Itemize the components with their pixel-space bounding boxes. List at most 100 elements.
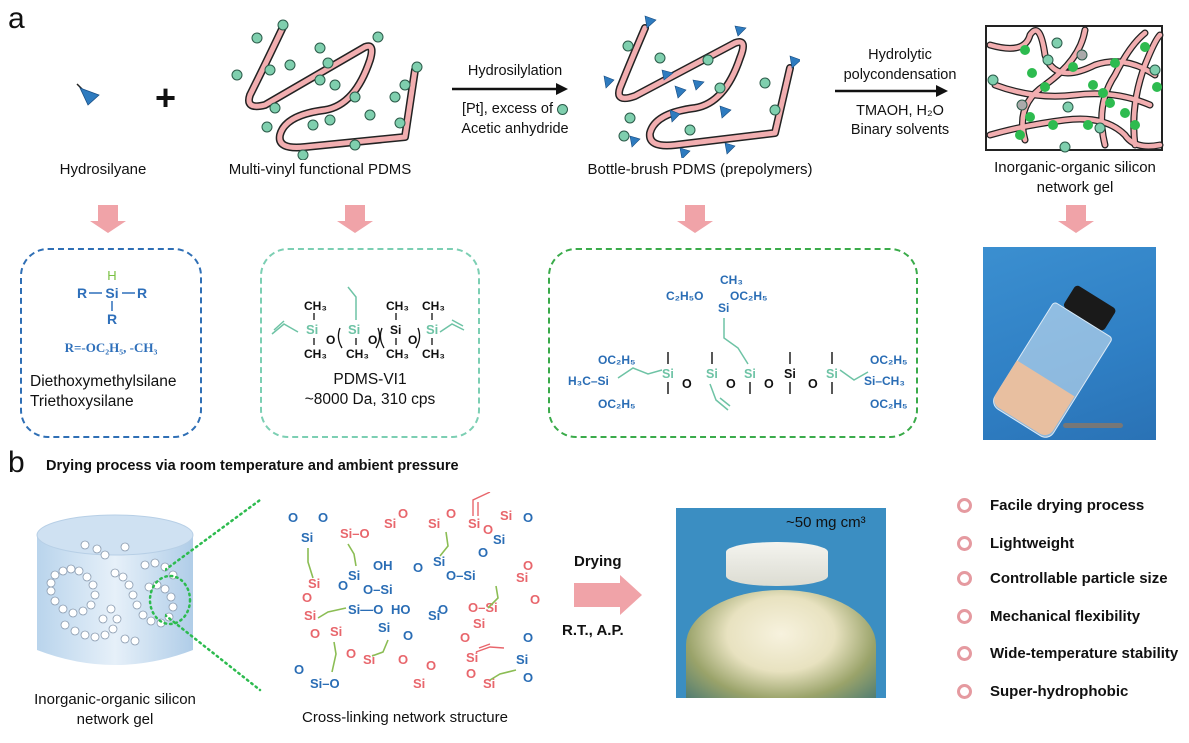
binary-solvents-label: Binary solvents: [850, 122, 950, 138]
drying-arrow: [574, 575, 642, 615]
svg-text:O–Si: O–Si: [446, 568, 476, 583]
formula-si: Si: [105, 285, 118, 301]
svg-text:O: O: [446, 506, 456, 521]
hydrosilylation-label: Hydrosilylation: [467, 63, 563, 79]
svg-text:Si: Si: [308, 576, 320, 591]
property-label: Super-hydrophobic: [990, 683, 1129, 700]
svg-text:Si: Si: [426, 322, 438, 337]
svg-text:CH₃: CH₃: [386, 299, 409, 313]
network-gel-illustration: [985, 25, 1164, 153]
svg-text:O: O: [438, 602, 448, 617]
bullet-icon: [957, 684, 972, 699]
svg-text:O: O: [294, 662, 304, 677]
svg-text:Si: Si: [744, 367, 756, 381]
svg-text:O–Si: O–Si: [363, 582, 393, 597]
svg-text:Si: Si: [516, 570, 528, 585]
svg-text:O: O: [682, 377, 692, 391]
hydrosilyane-label: Hydrosilyane: [59, 161, 147, 178]
svg-text:O: O: [426, 658, 436, 673]
svg-text:O: O: [288, 510, 298, 525]
svg-text:Si: Si: [473, 616, 485, 631]
svg-text:O: O: [318, 510, 328, 525]
svg-text:Si: Si: [493, 532, 505, 547]
svg-text:O: O: [338, 578, 348, 593]
panel-b-letter: b: [8, 446, 25, 479]
multi-vinyl-pdms-illustration: [231, 19, 423, 160]
svg-text:O: O: [523, 630, 533, 645]
svg-text:Si: Si: [483, 676, 495, 691]
svg-text:OH: OH: [373, 558, 393, 573]
svg-text:OC₂H₅: OC₂H₅: [870, 353, 908, 367]
drying-label: Drying: [574, 553, 622, 570]
svg-text:H₃C–Si: H₃C–Si: [568, 374, 609, 388]
svg-text:Si: Si: [516, 652, 528, 667]
triethoxysilane-label: Triethoxysilane: [30, 393, 134, 410]
bottle-brush-label: Bottle-brush PDMS (prepolymers): [587, 161, 813, 178]
svg-text:OC₂H₅: OC₂H₅: [870, 397, 908, 411]
density-label: ~50 mg cm³: [786, 514, 866, 531]
property-item: Lightweight: [957, 535, 1074, 552]
svg-text:Si: Si: [428, 608, 440, 623]
bullet-icon: [957, 536, 972, 551]
svg-text:O: O: [466, 666, 476, 681]
svg-text:Si: Si: [384, 516, 396, 531]
down-arrow-1: [90, 205, 126, 233]
hydrosilane-structure-box: H Si R R R R=-OC₂H₅, -CH₃ Diethoxymethyl…: [20, 248, 202, 438]
down-arrow-3: [677, 205, 713, 233]
svg-text:Si: Si: [390, 323, 401, 337]
plus-sign: +: [155, 77, 177, 118]
svg-text:Si: Si: [433, 554, 445, 569]
multi-vinyl-pdms-label: Multi-vinyl functional PDMS: [228, 161, 412, 178]
svg-text:OC₂H₅: OC₂H₅: [598, 353, 636, 367]
svg-text:OC₂H₅: OC₂H₅: [598, 397, 636, 411]
formula-r-right: R: [137, 285, 147, 301]
svg-text:Si: Si: [304, 608, 316, 623]
catalyst-label: [Pt], excess of: [440, 100, 590, 119]
hydrosilylation-arrow: [452, 83, 568, 95]
svg-text:Si: Si: [428, 516, 440, 531]
svg-text:Si: Si: [378, 620, 390, 635]
property-item: Wide-temperature stability: [957, 645, 1178, 662]
svg-text:CH₃: CH₃: [346, 347, 369, 361]
formula-r-left: R: [77, 285, 87, 301]
svg-text:Si–CH₃: Si–CH₃: [864, 374, 905, 388]
svg-text:O: O: [483, 522, 493, 537]
bullet-icon: [957, 571, 972, 586]
svg-text:C₂H₅O: C₂H₅O: [666, 289, 704, 303]
r-definition: R=-OC₂H₅, -CH₃: [64, 340, 158, 355]
svg-text:Si: Si: [363, 652, 375, 667]
flower-cluster: [686, 590, 876, 698]
polycondensation-label: polycondensation: [843, 67, 957, 83]
property-label: Wide-temperature stability: [990, 645, 1179, 662]
bullet-icon: [957, 646, 972, 661]
svg-text:O: O: [346, 646, 356, 661]
svg-text:O: O: [398, 652, 408, 667]
svg-text:O: O: [523, 558, 533, 573]
svg-text:O–Si: O–Si: [468, 600, 498, 615]
network-structure-label: Cross-linking network structure: [302, 709, 508, 726]
svg-text:Si: Si: [784, 367, 796, 381]
svg-text:O: O: [523, 510, 533, 525]
aerogel-on-flower-photo: ~50 mg cm³: [676, 508, 886, 698]
bullet-icon: [957, 609, 972, 624]
property-item: Facile drying process: [957, 497, 1144, 514]
hydrosilane-structure: H Si R R R: [77, 268, 147, 327]
svg-text:Si: Si: [468, 516, 480, 531]
catalyst-text: [Pt], excess of: [461, 101, 554, 117]
vinyl-group-icon: [557, 103, 569, 115]
svg-text:CH₃: CH₃: [422, 299, 445, 313]
pdms-vi1-name: PDMS-VI1: [333, 371, 407, 388]
svg-text:O: O: [310, 626, 320, 641]
svg-text:Si—O: Si—O: [348, 602, 383, 617]
svg-text:O: O: [368, 333, 377, 347]
svg-text:Si: Si: [826, 367, 838, 381]
property-label: Lightweight: [990, 535, 1075, 552]
svg-text:CH₃: CH₃: [304, 299, 327, 313]
clip: [1063, 423, 1123, 428]
hydrolytic-label: Hydrolytic: [868, 47, 932, 63]
svg-text:Si: Si: [662, 367, 674, 381]
bullet-icon: [957, 498, 972, 513]
